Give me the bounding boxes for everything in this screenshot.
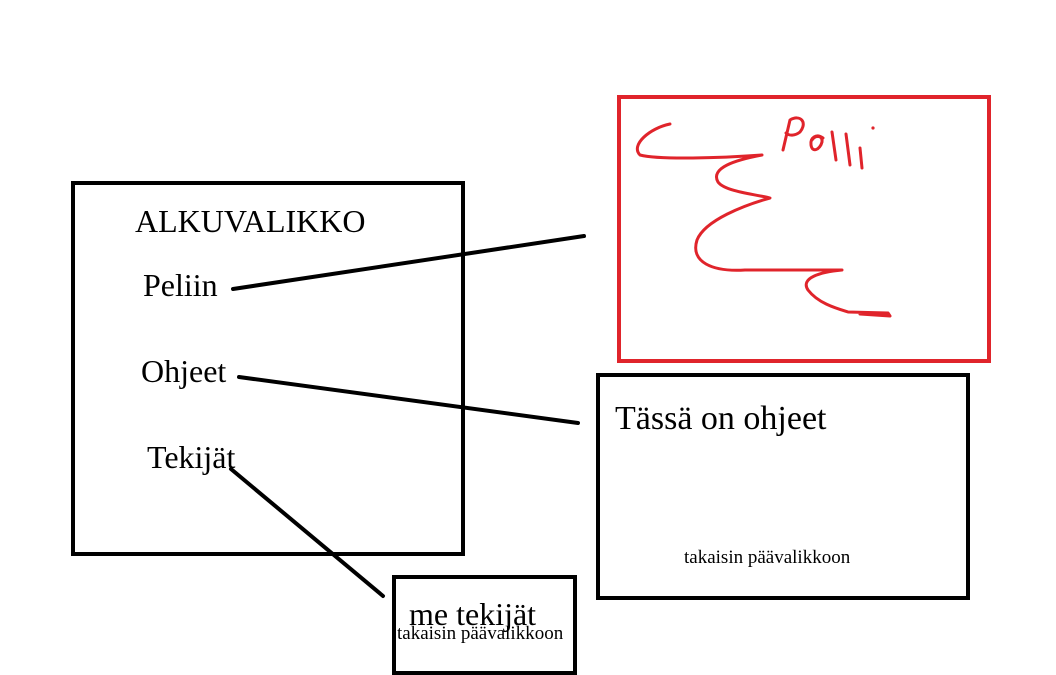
instructions-text: Tässä on ohjeet — [615, 400, 827, 437]
game-screen-box — [617, 95, 991, 363]
credits-screen-box — [392, 575, 577, 675]
instructions-screen-box — [596, 373, 970, 600]
menu-item-ohjeet[interactable]: Ohjeet — [141, 353, 227, 389]
main-menu-title: ALKUVALIKKO — [135, 203, 366, 239]
menu-item-peliin[interactable]: Peliin — [143, 267, 218, 303]
credits-back-link[interactable]: takaisin päävalikkoon — [397, 623, 564, 644]
instructions-back-link[interactable]: takaisin päävalikkoon — [684, 547, 851, 568]
credits-text: me tekijät — [409, 596, 537, 632]
menu-item-tekijat[interactable]: Tekijät — [147, 439, 236, 475]
